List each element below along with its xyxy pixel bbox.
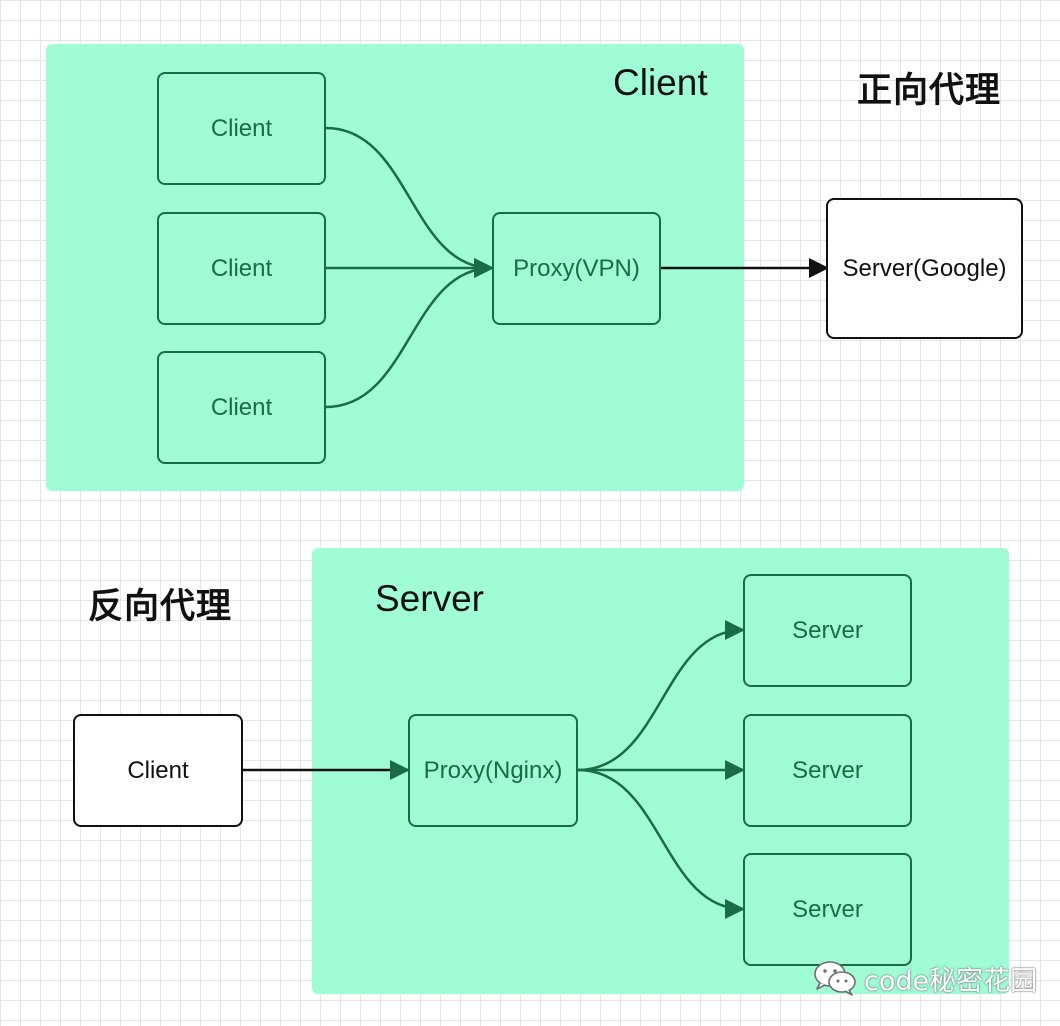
client-node-2: Client	[157, 212, 326, 325]
vpn-proxy-node: Proxy(VPN)	[492, 212, 661, 325]
client-node-1: Client	[157, 72, 326, 185]
edge-nginx-to-server3	[577, 768, 745, 919]
server-node-3: Server	[743, 853, 912, 966]
server-node-2: Server	[743, 714, 912, 827]
wechat-icon	[814, 961, 856, 996]
reverse-proxy-heading: 反向代理	[88, 587, 233, 627]
watermark-text: code秘密花园	[864, 965, 1038, 997]
edge-nginx-to-server1	[577, 620, 745, 772]
edge-client1-to-vpn	[325, 126, 494, 278]
edge-client3-to-vpn	[325, 258, 494, 409]
reverse-region-label: Server	[375, 578, 484, 619]
server-node-1: Server	[743, 574, 912, 687]
client-node-3: Client	[157, 351, 326, 464]
reverse-client-node: Client	[73, 714, 243, 827]
forward-region-label: Client	[613, 62, 708, 103]
nginx-proxy-node: Proxy(Nginx)	[408, 714, 578, 827]
forward-proxy-heading: 正向代理	[857, 71, 1002, 111]
watermark: code秘密花园	[812, 958, 1037, 998]
google-server-node: Server(Google)	[826, 198, 1023, 339]
